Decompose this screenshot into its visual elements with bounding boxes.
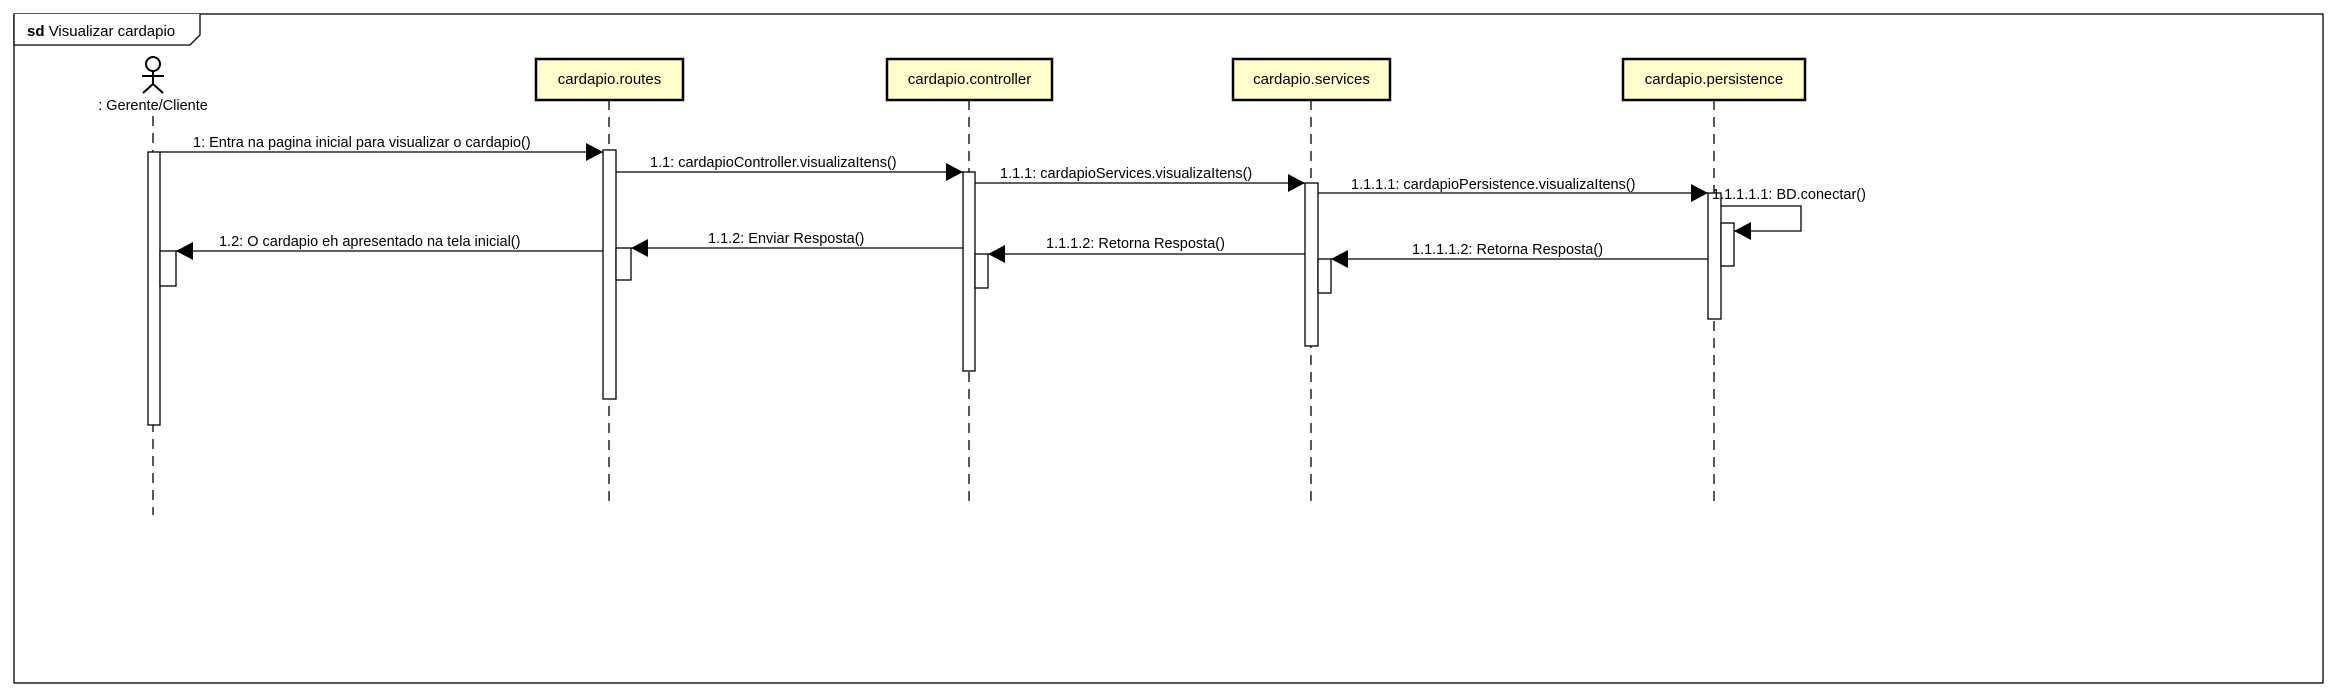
- lifeline-label-routes: cardapio.routes: [558, 71, 661, 88]
- message-1-1-2-label: 1.1.2: Enviar Resposta(): [708, 231, 864, 247]
- frame-title-text: Visualizar cardapio: [49, 23, 175, 40]
- activation-routes: [602, 149, 617, 400]
- activation-services-return: [1317, 258, 1332, 294]
- diagram-frame: sd Visualizar cardapio: [13, 13, 2324, 684]
- lifeline-label-services: cardapio.services: [1253, 71, 1370, 88]
- activation-controller-return: [974, 253, 989, 289]
- lifeline-label-controller: cardapio.controller: [908, 71, 1031, 88]
- activation-services: [1304, 182, 1319, 347]
- activation-persistence: [1707, 192, 1722, 320]
- message-1-1-1-1-2-label: 1.1.1.1.2: Retorna Resposta(): [1412, 242, 1603, 258]
- lifeline-label-persistence: cardapio.persistence: [1645, 71, 1783, 88]
- actor-gerente-cliente: : Gerente/Cliente: [98, 56, 208, 114]
- message-1-1-label: 1.1: cardapioController.visualizaItens(): [650, 155, 897, 171]
- activation-actor-return: [159, 250, 177, 287]
- activation-controller: [962, 171, 976, 372]
- message-1-1-1-1-1-self-arrow: [1721, 205, 1802, 240]
- activation-persistence-self: [1720, 222, 1735, 267]
- message-1-1-1-1-1-label: 1.1.1.1.1: BD.conectar(): [1712, 187, 1866, 203]
- actor-stick-figure-icon: [142, 56, 164, 94]
- message-1-label: 1: Entra na pagina inicial para visualiz…: [193, 135, 531, 151]
- activation-routes-return: [615, 247, 632, 281]
- message-1-1-1-label: 1.1.1: cardapioServices.visualizaItens(): [1000, 166, 1252, 182]
- activation-actor: [147, 151, 161, 426]
- lifeline-head-controller: cardapio.controller: [885, 57, 1054, 102]
- lifeline-head-persistence: cardapio.persistence: [1621, 57, 1807, 102]
- actor-label: : Gerente/Cliente: [98, 98, 208, 114]
- lifeline-head-services: cardapio.services: [1231, 57, 1392, 102]
- lifeline-head-routes: cardapio.routes: [534, 57, 685, 102]
- message-1-1-1-2-label: 1.1.1.2: Retorna Resposta(): [1046, 236, 1225, 252]
- frame-keyword: sd: [27, 23, 45, 40]
- message-1-1-1-1-label: 1.1.1.1: cardapioPersistence.visualizaIt…: [1351, 177, 1636, 193]
- message-1-2-label: 1.2: O cardapio eh apresentado na tela i…: [219, 234, 520, 250]
- frame-title: sd Visualizar cardapio: [27, 23, 175, 40]
